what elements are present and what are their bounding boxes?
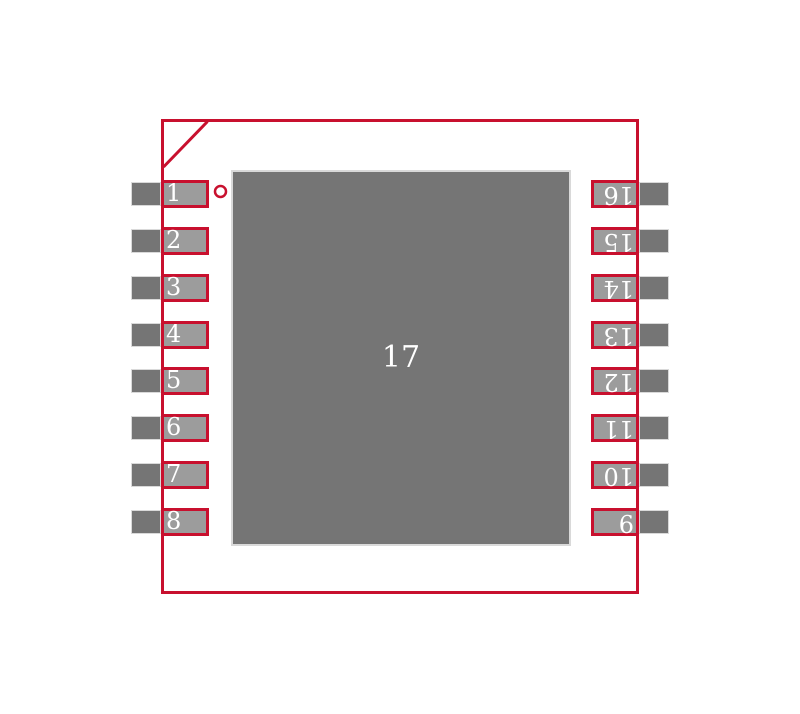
pin-number: 12 <box>603 368 634 396</box>
pin-number: 16 <box>603 181 634 209</box>
pin-pad-outer <box>639 463 669 487</box>
pin-pad-inner: 13 <box>591 321 639 350</box>
pin-pad-inner: 15 <box>591 227 639 256</box>
pin-number: 9 <box>618 509 634 537</box>
thermal-pad-number: 17 <box>381 340 421 375</box>
pin-pad-inner: 5 <box>161 367 209 395</box>
pin-pad-outer <box>131 323 161 347</box>
pin-number: 15 <box>603 228 634 256</box>
pin-number: 1 <box>166 179 182 207</box>
pad-pin-9: 9 <box>591 508 669 537</box>
pin-pad-outer <box>131 369 161 393</box>
pin-pad-inner: 7 <box>161 461 209 489</box>
pad-pin-15: 15 <box>591 227 669 256</box>
pin-pad-inner: 1 <box>161 180 209 208</box>
pin-number: 2 <box>166 226 182 254</box>
pad-pin-12: 12 <box>591 367 669 396</box>
pad-pin-8: 8 <box>131 508 209 536</box>
pin-number: 8 <box>166 507 182 535</box>
pad-pin-2: 2 <box>131 227 209 255</box>
pad-pin-3: 3 <box>131 274 209 302</box>
pin-pad-outer <box>131 510 161 534</box>
pin-pad-inner: 11 <box>591 414 639 443</box>
pin1-indicator-icon <box>213 184 228 199</box>
pin1-chamfer-line <box>162 120 209 169</box>
pin-pad-outer <box>131 416 161 440</box>
pin-number: 13 <box>603 322 634 350</box>
pin-pad-outer <box>639 369 669 393</box>
pin-pad-inner: 14 <box>591 274 639 303</box>
pin-number: 5 <box>166 366 182 394</box>
pin-pad-outer <box>131 229 161 253</box>
thermal-pad: 17 <box>231 170 571 546</box>
pin-pad-inner: 6 <box>161 414 209 442</box>
pin-pad-inner: 12 <box>591 367 639 396</box>
pin-pad-outer <box>639 510 669 534</box>
pin-pad-outer <box>639 229 669 253</box>
pin-number: 3 <box>166 273 182 301</box>
pad-pin-11: 11 <box>591 414 669 443</box>
pad-pin-1: 1 <box>131 180 209 208</box>
package-outline <box>161 119 639 594</box>
pad-pin-13: 13 <box>591 321 669 350</box>
pin-pad-inner: 8 <box>161 508 209 536</box>
pin-pad-inner: 16 <box>591 180 639 209</box>
pin-pad-inner: 3 <box>161 274 209 302</box>
pin-number: 10 <box>603 462 634 490</box>
pin-pad-inner: 2 <box>161 227 209 255</box>
pin-pad-outer <box>639 323 669 347</box>
pad-pin-14: 14 <box>591 274 669 303</box>
pin-pad-outer <box>639 276 669 300</box>
pin-number: 14 <box>603 275 634 303</box>
pad-pin-6: 6 <box>131 414 209 442</box>
pin-number: 4 <box>166 320 182 348</box>
pin-pad-outer <box>639 416 669 440</box>
pin-pad-inner: 10 <box>591 461 639 490</box>
pad-pin-5: 5 <box>131 367 209 395</box>
pin-pad-outer <box>639 182 669 206</box>
pin-pad-outer <box>131 182 161 206</box>
pin-pad-inner: 9 <box>591 508 639 537</box>
pin-number: 11 <box>603 415 634 443</box>
pad-pin-10: 10 <box>591 461 669 490</box>
pad-pin-4: 4 <box>131 321 209 349</box>
pin-number: 6 <box>166 413 182 441</box>
pin-pad-outer <box>131 276 161 300</box>
pin-pad-inner: 4 <box>161 321 209 349</box>
pin-number: 7 <box>166 460 182 488</box>
pad-pin-7: 7 <box>131 461 209 489</box>
pin-pad-outer <box>131 463 161 487</box>
pad-pin-16: 16 <box>591 180 669 209</box>
